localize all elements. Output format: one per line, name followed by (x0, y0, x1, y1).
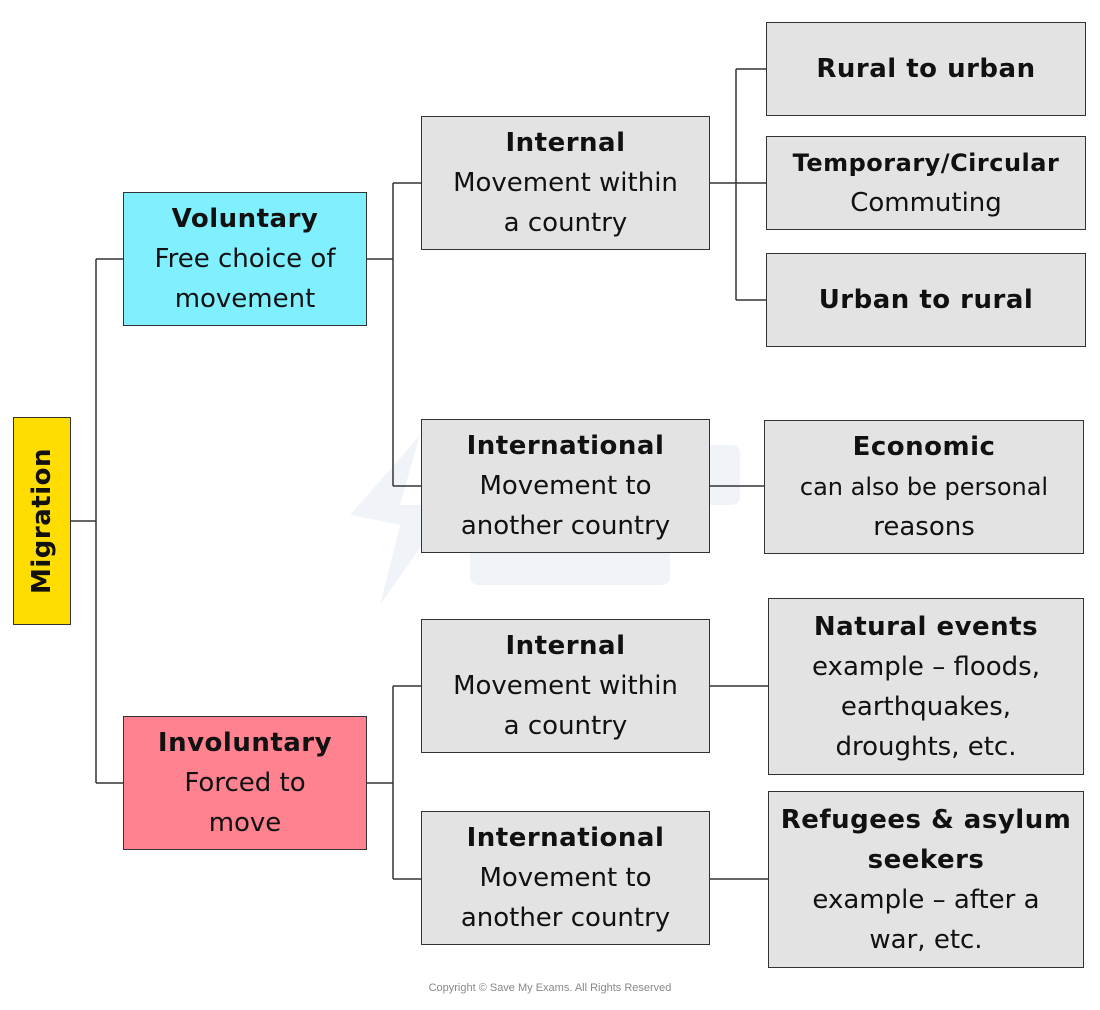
involuntary-desc-line-1: Forced to (184, 768, 306, 798)
voluntary-international-line-1: Movement to (479, 471, 652, 501)
economic-line-1: can also be personal (799, 473, 1049, 501)
voluntary-node: Voluntary Free choice of movement (123, 192, 367, 326)
refugees-line-1: example – after a (812, 884, 1040, 915)
involuntary-international-title: International (466, 823, 665, 853)
voluntary-international-title: International (466, 431, 665, 461)
involuntary-title: Involuntary (157, 728, 333, 758)
involuntary-international-node: International Movement to another countr… (421, 811, 710, 945)
refugees-line-2: war, etc. (869, 924, 983, 955)
involuntary-internal-line-1: Movement within (453, 671, 678, 701)
rural-to-urban-title: Rural to urban (816, 54, 1036, 84)
urban-to-rural-title: Urban to rural (818, 285, 1034, 315)
voluntary-title: Voluntary (171, 204, 319, 234)
involuntary-internal-node: Internal Movement within a country (421, 619, 710, 753)
voluntary-internal-line-1: Movement within (453, 168, 678, 198)
voluntary-internal-line-2: a country (503, 208, 628, 238)
natural-events-line-3: droughts, etc. (835, 731, 1017, 762)
economic-node: Economic can also be personal reasons (764, 420, 1084, 554)
involuntary-internal-line-2: a country (503, 711, 628, 741)
migration-root-node: Migration (13, 417, 71, 625)
migration-label: Migration (27, 448, 58, 594)
natural-events-node: Natural events example – floods, earthqu… (768, 598, 1084, 775)
natural-events-title: Natural events (813, 611, 1039, 642)
refugees-title-line-2: seekers (867, 844, 985, 875)
voluntary-internal-node: Internal Movement within a country (421, 116, 710, 250)
natural-events-line-1: example – floods, (812, 651, 1040, 682)
voluntary-desc-line-2: movement (174, 284, 316, 314)
voluntary-international-line-2: another country (460, 511, 671, 541)
refugees-title-line-1: Refugees & asylum (780, 804, 1072, 835)
natural-events-line-2: earthquakes, (840, 691, 1012, 722)
refugees-asylum-node: Refugees & asylum seekers example – afte… (768, 791, 1084, 968)
urban-to-rural-node: Urban to rural (766, 253, 1086, 347)
involuntary-desc-line-2: move (208, 808, 282, 838)
copyright-notice: Copyright © Save My Exams. All Rights Re… (428, 982, 672, 994)
voluntary-internal-title: Internal (505, 128, 626, 158)
temporary-circular-node: Temporary/Circular Commuting (766, 136, 1086, 230)
rural-to-urban-node: Rural to urban (766, 22, 1086, 116)
involuntary-international-line-1: Movement to (479, 863, 652, 893)
temporary-circular-title: Temporary/Circular (792, 149, 1060, 177)
voluntary-international-node: International Movement to another countr… (421, 419, 710, 553)
voluntary-desc-line-1: Free choice of (154, 244, 336, 274)
temporary-circular-line-1: Commuting (850, 188, 1002, 218)
involuntary-internal-title: Internal (505, 631, 626, 661)
involuntary-node: Involuntary Forced to move (123, 716, 367, 850)
involuntary-international-line-2: another country (460, 903, 671, 933)
economic-line-2: reasons (873, 512, 975, 542)
economic-title: Economic (852, 432, 996, 462)
